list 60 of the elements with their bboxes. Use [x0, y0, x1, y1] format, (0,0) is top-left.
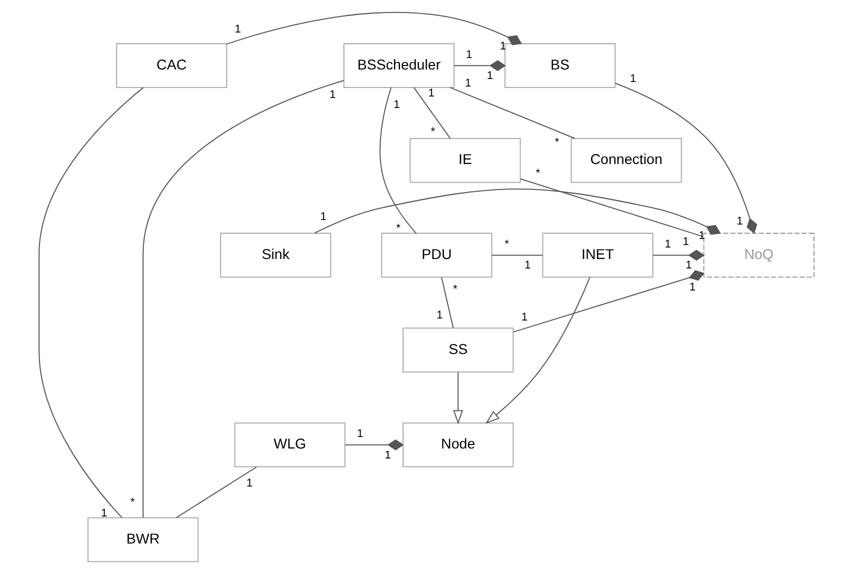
node-box: SS	[402, 328, 514, 372]
connector	[38, 87, 144, 518]
label: 1	[486, 70, 494, 82]
label: 1	[521, 311, 528, 324]
label: 1	[689, 282, 696, 294]
label: 1	[436, 310, 443, 322]
connector	[314, 188, 721, 235]
connector	[441, 277, 454, 328]
arrow	[485, 277, 590, 424]
connector	[176, 466, 257, 518]
label: 1	[682, 236, 689, 248]
connector	[454, 60, 506, 72]
label: *	[504, 238, 509, 251]
label: 1	[357, 428, 364, 440]
label: *	[536, 167, 540, 180]
node-box: BSScheduler	[343, 43, 455, 88]
label: *	[396, 222, 400, 235]
connector	[520, 178, 704, 238]
node-box: Node	[402, 422, 514, 468]
connector	[345, 439, 404, 450]
node-box: BWR	[88, 517, 199, 562]
label: *	[130, 496, 135, 508]
label: 1	[330, 88, 336, 101]
connector	[450, 87, 575, 139]
node-box: CAC	[116, 43, 228, 88]
connector	[513, 270, 705, 333]
connector	[380, 87, 416, 234]
label: 1	[736, 215, 743, 228]
label: *	[430, 126, 436, 138]
label: 1	[630, 72, 636, 85]
label: 1	[234, 23, 241, 36]
label: 1	[101, 507, 108, 520]
label: 1	[664, 238, 671, 251]
node-box: Sink	[220, 232, 332, 278]
label: 1	[524, 260, 531, 272]
label: 1	[686, 260, 692, 272]
node-box: PDU	[381, 232, 492, 278]
connector	[492, 254, 543, 256]
label: 1	[428, 88, 434, 100]
label: 1	[320, 210, 326, 223]
node-box: Connection	[570, 138, 682, 183]
label: 1	[246, 478, 253, 490]
label: 1	[500, 40, 506, 52]
node-box: BS	[504, 43, 616, 88]
connector	[226, 12, 522, 46]
connector	[142, 80, 344, 518]
node-box: WLG	[234, 422, 346, 468]
connector	[652, 250, 705, 261]
node-box: NoQ	[703, 232, 814, 278]
label: 1	[465, 77, 472, 90]
label: *	[453, 283, 458, 296]
label: *	[554, 136, 560, 148]
label: 1	[384, 449, 391, 462]
connector	[615, 82, 758, 234]
label: 1	[394, 98, 400, 111]
node-box: INET	[542, 232, 654, 278]
label: 1	[466, 48, 472, 61]
connector	[414, 87, 451, 139]
arrow	[453, 372, 464, 424]
node-box: IE	[410, 138, 521, 183]
